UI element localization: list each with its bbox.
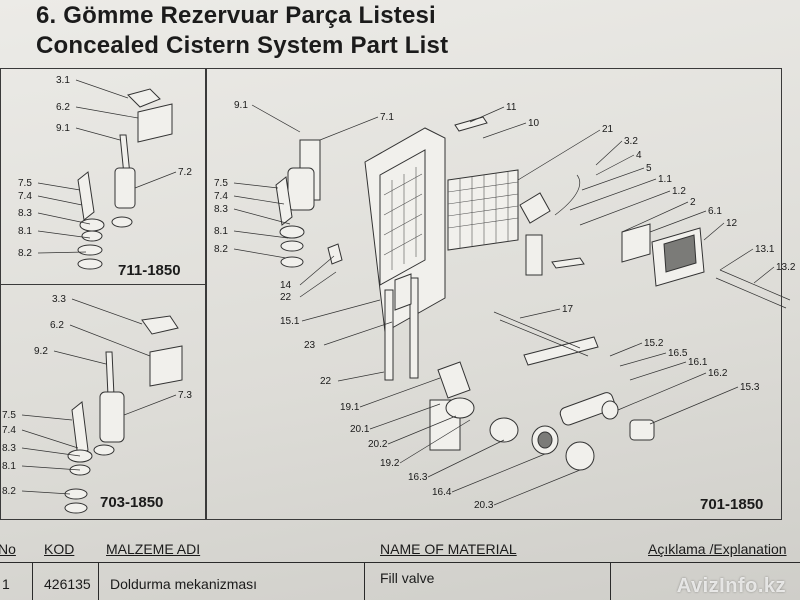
column-header-code: KOD [44,541,75,557]
part-number-label: 4 [636,150,642,161]
table-divider [610,562,611,600]
part-number-label: 7.4 [2,425,16,436]
cell-material-en: Fill valve [380,570,435,586]
part-number-label: 7.5 [214,178,228,189]
part-number-label: 7.5 [2,410,16,421]
part-number-label: 21 [602,124,614,135]
part-number-label: 8.3 [2,443,16,454]
part-number-label: 22 [320,376,332,387]
part-number-label: 8.1 [18,226,32,237]
part-number-label: 16.1 [688,357,708,368]
part-number-label: 7.5 [18,178,32,189]
part-number-label: 15.3 [740,382,760,393]
part-number-label: 7.4 [214,191,228,202]
part-number-label: 7.1 [380,112,394,123]
part-number-label: 15.1 [280,316,300,327]
table-divider [98,562,99,600]
title-english: Concealed Cistern System Part List [36,32,449,59]
part-number-label: 6.1 [708,206,722,217]
table-divider [364,562,365,600]
part-number-label: 1.1 [658,174,672,185]
column-header-material-tr: MALZEME ADI [106,541,201,557]
part-number-label: 17 [562,304,574,315]
part-number-label: 6.2 [50,320,64,331]
watermark: AvizInfo.kz [676,575,786,597]
table-row: 1 426135 Doldurma mekanizması Fill valve [0,562,800,600]
part-number-label: 20.3 [474,500,494,511]
part-number-label: 13.1 [755,244,775,255]
part-labels-711: 3.1 6.2 9.1 7.2 7.5 7.4 8.3 8.1 8.2 [18,75,192,259]
cistern-frame-drawing [275,116,791,471]
model-number-703: 703-1850 [100,494,164,511]
model-number-711: 711-1850 [118,262,181,279]
part-number-label: 15.2 [644,338,664,349]
column-header-explanation: Açıklama /Explanation [648,541,787,557]
cell-no: 1 [2,576,10,592]
part-number-label: 8.2 [214,244,228,255]
part-number-label: 3.2 [624,136,638,147]
cell-code: 426135 [44,576,91,592]
parts-table-header: No KOD MALZEME ADI NAME OF MATERIAL Açık… [0,528,800,563]
part-number-label: 7.4 [18,191,32,202]
part-labels-701: 9.1 7.1 11 10 21 3.2 4 5 1.1 1.2 2 6.1 1… [214,100,796,511]
part-number-label: 7.3 [178,390,192,401]
part-number-label: 1.2 [672,186,686,197]
fill-valve-711-drawing [77,88,173,270]
column-header-no: No [0,541,16,557]
part-number-label: 8.2 [2,486,16,497]
diagram-panel-left [0,68,207,520]
diagram-panel-right [205,68,782,520]
column-header-material-en: NAME OF MATERIAL [380,541,517,557]
part-number-label: 7.2 [178,167,192,178]
part-number-label: 16.4 [432,487,452,498]
part-number-label: 8.2 [18,248,32,259]
part-number-label: 2 [690,197,696,208]
part-number-label: 8.3 [18,208,32,219]
part-number-label: 6.2 [56,102,70,113]
part-number-label: 20.1 [350,424,370,435]
part-number-label: 16.2 [708,368,728,379]
part-number-label: 12 [726,218,738,229]
part-number-label: 13.2 [776,262,796,273]
part-number-label: 19.2 [380,458,400,469]
part-number-label: 8.1 [214,226,228,237]
part-number-label: 5 [646,163,652,174]
part-number-label: 10 [528,118,540,129]
part-number-label: 14 [280,280,292,291]
cell-material-tr: Doldurma mekanizması [110,576,258,592]
panel-divider [0,284,205,285]
table-divider [32,562,33,600]
part-labels-703: 3.3 6.2 9.2 7.3 7.5 7.4 8.3 8.1 8.2 [2,294,192,497]
title-turkish: 6. Gömme Rezervuar Parça Listesi [36,2,436,29]
part-number-label: 9.1 [234,100,248,111]
part-number-label: 3.3 [52,294,66,305]
part-number-label: 16.3 [408,472,428,483]
part-number-label: 20.2 [368,439,388,450]
part-number-label: 11 [506,102,517,113]
fill-valve-703-drawing [64,315,183,514]
model-number-701: 701-1850 [700,496,764,513]
part-number-label: 19.1 [340,402,360,413]
part-number-label: 9.1 [56,123,70,134]
part-number-label: 8.3 [214,204,228,215]
part-number-label: 3.1 [56,75,70,86]
part-number-label: 23 [304,340,316,351]
part-number-label: 22 [280,292,292,303]
part-number-label: 9.2 [34,346,48,357]
part-number-label: 16.5 [668,348,688,359]
part-number-label: 8.1 [2,461,16,472]
